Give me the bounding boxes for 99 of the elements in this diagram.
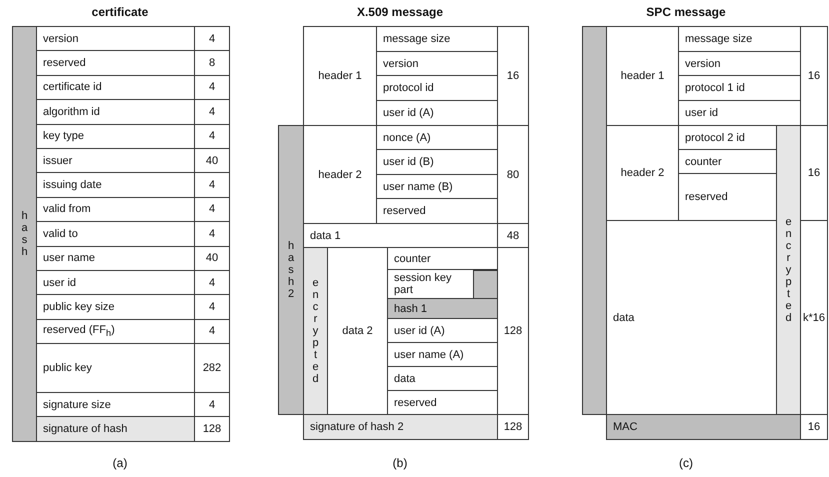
cell-label: 8	[208, 57, 216, 70]
field-label: valid to	[43, 228, 78, 240]
field-label: counter	[394, 252, 431, 264]
cell-label: 4	[208, 203, 216, 216]
cell-label: 282	[202, 362, 222, 374]
field-label: user id (A)	[383, 107, 434, 119]
field-label: public key	[43, 362, 92, 374]
field-cell	[303, 414, 498, 440]
field-label: signature of hash 2	[310, 421, 404, 433]
field-label: signature of hash	[43, 423, 128, 436]
field-label: valid from	[43, 203, 91, 216]
size-cell	[800, 26, 828, 126]
panel-caption: (c)	[679, 456, 693, 470]
field-label: user id	[685, 107, 718, 119]
field-cell	[606, 414, 801, 440]
cell-label: 40	[206, 252, 218, 264]
cell-label: 4	[208, 325, 216, 338]
cell-label: 4	[208, 32, 216, 45]
hash-band	[278, 125, 304, 415]
field-label: public key size	[43, 301, 115, 314]
field-label: user id (A)	[394, 324, 445, 336]
field-label: certificate id	[43, 81, 102, 94]
cell-label: 128	[202, 423, 222, 436]
cell-label: 4	[208, 106, 216, 118]
field-label: message size	[685, 33, 752, 45]
field-label: data 1	[310, 230, 341, 242]
encrypted-band	[303, 247, 328, 415]
cell-label: 16	[808, 421, 820, 433]
cell-label: header 2	[318, 168, 362, 180]
size-cell	[800, 414, 828, 440]
cell-label: k*16	[802, 312, 826, 324]
encrypted-band	[776, 125, 801, 415]
field-label: counter	[685, 156, 722, 168]
vertical-label: hash	[20, 210, 28, 258]
cell-label: 128	[504, 325, 522, 337]
cell-label: 48	[506, 230, 520, 242]
panel-caption: (a)	[112, 456, 128, 470]
size-cell	[194, 416, 230, 442]
field-label: session key part	[394, 272, 452, 296]
field-label: reserved	[394, 396, 437, 408]
size-cell	[497, 247, 529, 415]
cell-label: 4	[208, 398, 216, 411]
field-label: version	[43, 32, 78, 45]
field-label: message size	[383, 33, 450, 45]
field-label: MAC	[613, 421, 638, 433]
shaded-band	[582, 26, 607, 415]
field-label: user name	[43, 252, 95, 264]
field-label: user id (B)	[383, 156, 434, 168]
cell-label: header 2	[620, 167, 664, 179]
field-label: reserved (FF$_{h}$)	[43, 324, 115, 340]
size-cell	[497, 26, 529, 126]
cell-label: 4	[208, 228, 216, 240]
hash-band	[12, 26, 37, 442]
cell-label: 4	[208, 301, 216, 314]
field-label: version	[685, 58, 720, 70]
cell-label: 40	[206, 154, 218, 167]
cell-label: 16	[808, 70, 820, 82]
cell-label: data 2	[342, 325, 373, 337]
panel-title: SPC message	[646, 5, 726, 19]
vertical-label: encrypted	[312, 276, 320, 386]
size-cell	[497, 414, 529, 440]
field-label: issuing date	[43, 179, 102, 192]
cell-label: 16	[808, 167, 820, 179]
field-label: algorithm id	[43, 106, 100, 118]
field-label: issuer	[43, 154, 72, 167]
field-label: reserved	[43, 57, 86, 70]
cell-label: 4	[208, 130, 216, 142]
cell-label: 16	[506, 70, 520, 82]
header-cell	[303, 26, 377, 126]
field-cell	[36, 416, 195, 442]
panel-caption: (b)	[392, 456, 408, 470]
field-label: data	[613, 312, 634, 324]
cell-label: 80	[506, 168, 520, 180]
field-label: user id	[43, 276, 76, 289]
cell-label: 128	[504, 421, 522, 433]
field-label: reserved	[383, 205, 426, 217]
field-label: version	[383, 58, 418, 70]
field-label: hash 1	[394, 302, 428, 314]
field-label: nonce (A)	[383, 132, 431, 144]
size-cell	[194, 26, 230, 52]
panel-title: X.509 message	[356, 5, 444, 19]
field-label: user name (A)	[394, 348, 464, 360]
field-label: data	[394, 372, 416, 384]
cell-label: 4	[208, 276, 216, 289]
panel-title: certificate	[92, 5, 148, 19]
field-label: protocol id	[383, 82, 434, 94]
cell-label: header 1	[620, 70, 664, 82]
field-label: user name (B)	[383, 180, 453, 192]
cell-label: 4	[208, 179, 216, 192]
field-label: protocol 1 id	[685, 82, 745, 94]
vertical-label: hash 2	[287, 240, 295, 300]
cell-label: header 1	[318, 70, 362, 82]
field-label: reserved	[685, 191, 728, 203]
field-label: protocol 2 id	[685, 132, 745, 144]
field-label: key type	[43, 130, 84, 142]
cell-label: 4	[208, 81, 216, 94]
vertical-label: encrypted	[784, 216, 792, 324]
field-cell	[387, 298, 498, 319]
field-label: signature size	[43, 398, 111, 411]
